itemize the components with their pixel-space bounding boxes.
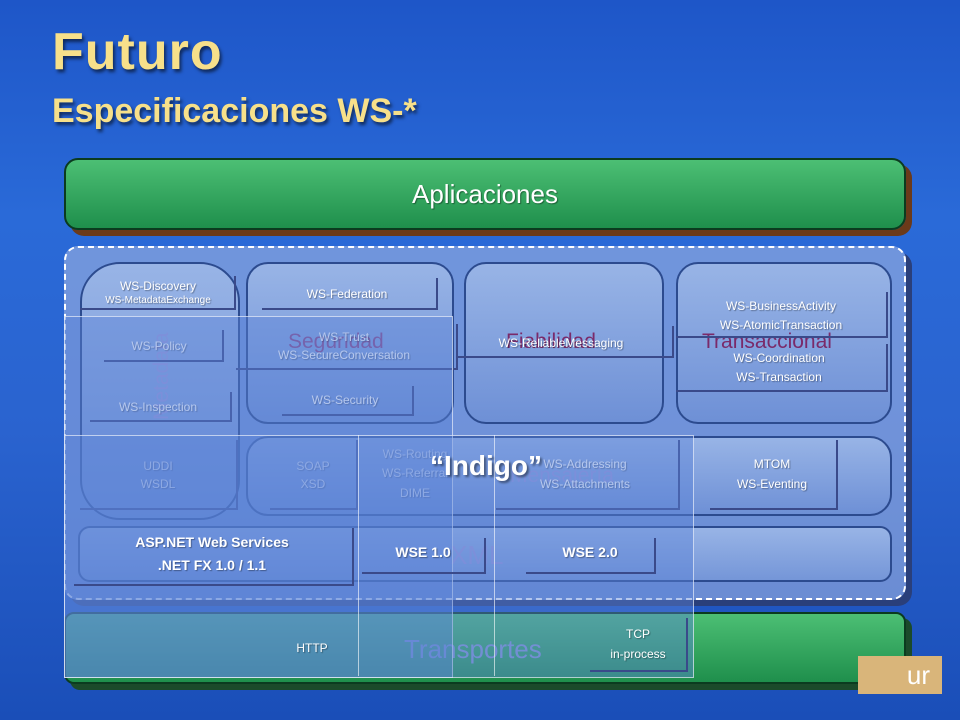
- metadata-box: [80, 262, 240, 520]
- coordination-label: WS-Coordination: [733, 351, 825, 365]
- federation-label: WS-Federation: [306, 287, 388, 301]
- wsdl-label: WSDL: [140, 477, 176, 491]
- business-activity-label: WS-BusinessActivity: [725, 299, 837, 313]
- business-activity-tag: [676, 292, 888, 338]
- discovery-label: WS-Discovery: [119, 279, 196, 293]
- wse1-divider: [358, 435, 359, 676]
- mtom-label: MTOM: [753, 457, 791, 471]
- trust-tag: [236, 324, 458, 370]
- indigo-label: “Indigo”: [430, 450, 542, 481]
- security-category-label: Seguridad: [288, 330, 384, 353]
- slide-subtitle: Especificaciones WS-*: [52, 92, 417, 130]
- reliability-box: [464, 262, 664, 424]
- security-spec-label: WS-Security: [311, 393, 379, 407]
- aspnet-tag: [74, 528, 354, 586]
- indigo-region-lower: [64, 435, 694, 678]
- inspection-tag: [90, 392, 232, 422]
- soap-tag: [270, 440, 358, 510]
- addressing-tag: [496, 440, 680, 510]
- soap-label: SOAP: [296, 459, 330, 473]
- trust-label: WS-Trust: [318, 330, 370, 344]
- tcp-label: TCP: [626, 627, 650, 641]
- wse1-tag: [362, 538, 486, 574]
- indigo-region-upper: [64, 316, 453, 678]
- xsd-label: XSD: [300, 477, 326, 491]
- routing-label: WS-Routing: [382, 447, 448, 461]
- transactional-box: [676, 262, 892, 424]
- reliable-messaging-label: WS-ReliableMessaging: [498, 336, 624, 350]
- messaging-category-label: Mensajería: [510, 464, 614, 487]
- reliability-category-label: Fiabilidad: [506, 330, 596, 353]
- wse2-label: WSE 2.0: [562, 544, 618, 560]
- atomic-transaction-label: WS-AtomicTransaction: [719, 318, 843, 332]
- uddi-label: UDDI: [143, 459, 173, 473]
- uddi-tag: [80, 440, 238, 510]
- referral-label: WS-Referral: [381, 466, 448, 480]
- transactional-category-label: Transaccional: [702, 330, 832, 353]
- metadata-exchange-label: WS-MetadataExchange: [105, 295, 211, 306]
- corner-badge: ur: [858, 656, 942, 694]
- inspection-label: WS-Inspection: [118, 400, 198, 414]
- policy-tag: [104, 330, 224, 362]
- slide-title: Futuro: [52, 23, 223, 81]
- eventing-label: WS-Eventing: [736, 477, 808, 491]
- security-spec-tag: [282, 386, 414, 416]
- mtom-tag: [710, 440, 838, 510]
- discovery-tag: [80, 276, 236, 310]
- wse2-tag: [526, 538, 656, 574]
- addressing-label: WS-Addressing: [543, 457, 627, 471]
- wse2-divider: [494, 435, 495, 676]
- federation-tag: [262, 278, 438, 310]
- policy-label: WS-Policy: [131, 339, 187, 353]
- wse1-label: WSE 1.0: [395, 544, 451, 560]
- netfx-label: .NET FX 1.0 / 1.1: [157, 557, 267, 573]
- http-label: HTTP: [296, 641, 328, 655]
- applications-bar: Aplicaciones: [64, 158, 906, 230]
- coordination-tag: [676, 344, 888, 392]
- applications-label: Aplicaciones: [412, 178, 558, 209]
- transports-category-label: Transportes: [404, 634, 542, 664]
- messaging-box: [246, 436, 892, 516]
- in-process-label: in-process: [610, 647, 666, 661]
- transports-bar: [64, 612, 906, 684]
- transaction-label: WS-Transaction: [736, 370, 822, 384]
- secure-conversation-label: WS-SecureConversation: [277, 348, 411, 362]
- reliable-messaging-tag: [456, 326, 674, 358]
- dime-label: DIME: [400, 486, 430, 500]
- attachments-label: WS-Attachments: [539, 477, 631, 491]
- aspnet-label: ASP.NET Web Services: [135, 534, 289, 550]
- security-box: [246, 262, 454, 424]
- tcp-tag: [590, 618, 688, 672]
